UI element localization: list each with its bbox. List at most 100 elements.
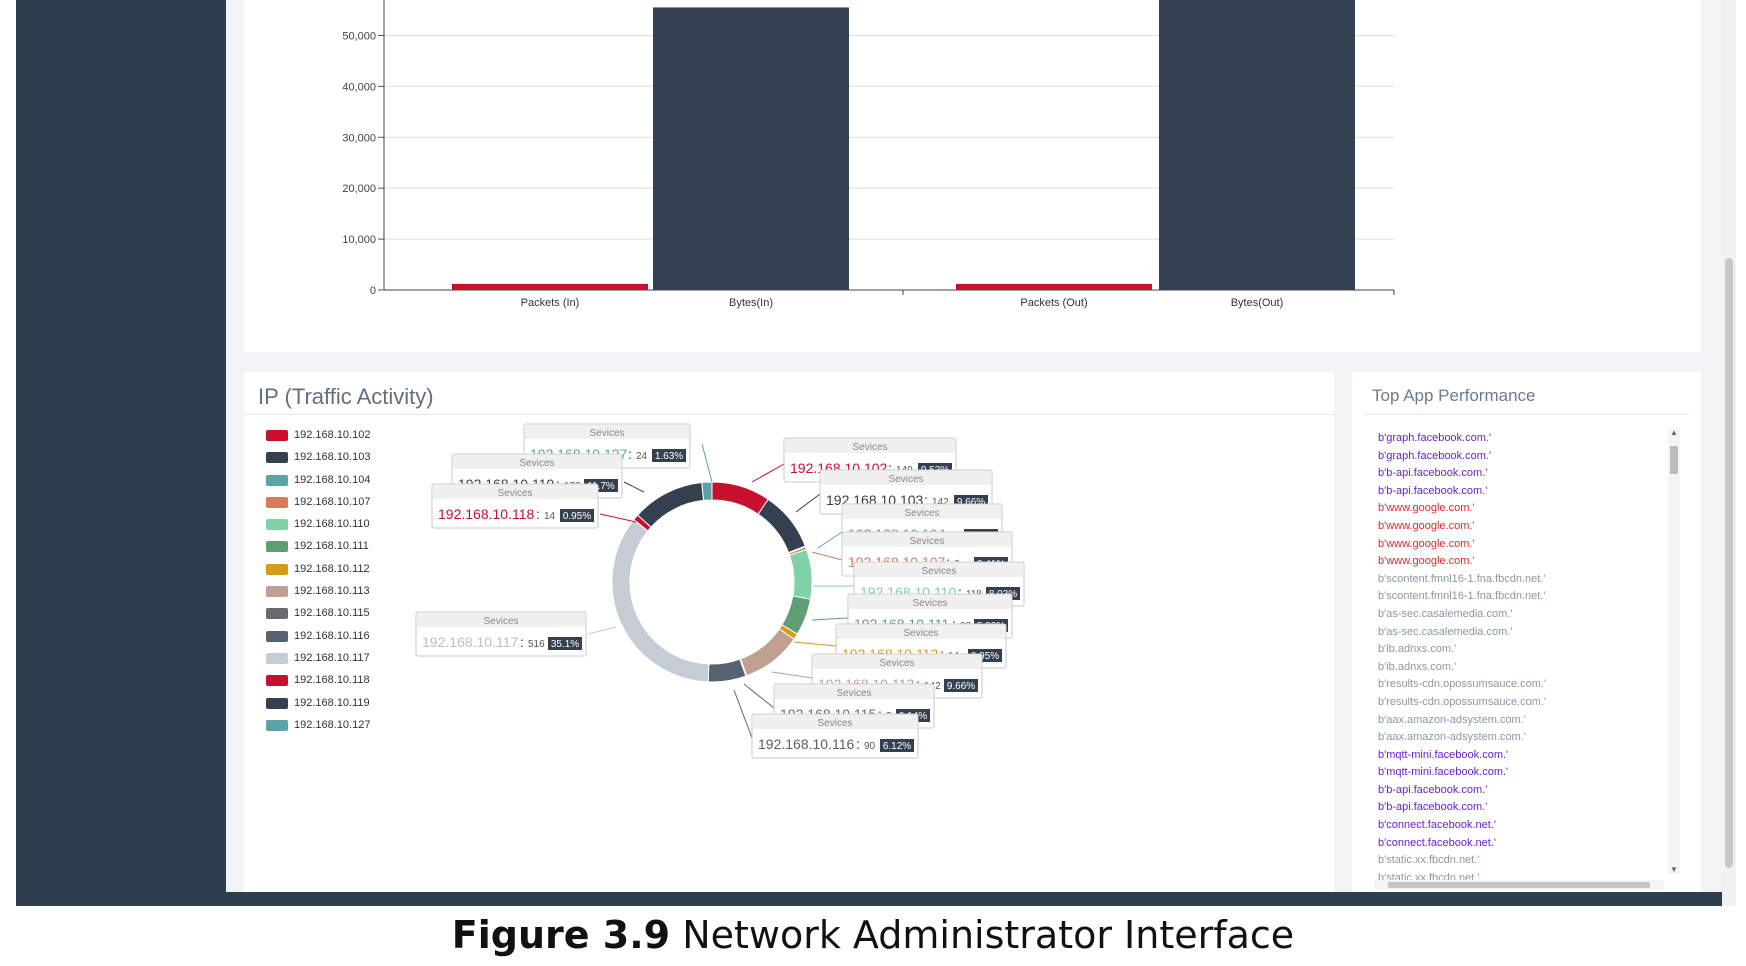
tooltip-pct: 0.95% [563, 511, 591, 522]
donut-slice[interactable] [701, 481, 713, 501]
app-list-item[interactable]: b'b-api.facebook.com.' [1378, 801, 1488, 814]
tooltip-count: 90 [864, 741, 876, 752]
app-list-item[interactable]: b'graph.facebook.com.' [1378, 449, 1492, 462]
tooltip-header-bg [785, 439, 955, 453]
app-list-item[interactable]: b'www.google.com.' [1378, 555, 1475, 568]
donut-slice[interactable] [788, 548, 813, 600]
tooltip-header: Sevices [836, 688, 871, 699]
figure-caption-label: Figure 3.9 [451, 913, 671, 957]
tooltip-count: 14 [544, 511, 556, 522]
app-panel-title: Top App Performance [1372, 386, 1536, 405]
x-tick-label: Bytes(In) [729, 297, 773, 309]
leader-line [701, 443, 713, 483]
legend-swatch [266, 519, 288, 531]
donut-slice[interactable] [636, 481, 705, 528]
divider [244, 414, 1334, 415]
x-tick-label: Packets (Out) [1020, 297, 1087, 309]
leader-line [733, 689, 753, 739]
legend-swatch [266, 608, 288, 620]
app-list-item[interactable]: b'connect.facebook.net.' [1378, 819, 1496, 832]
x-tick-label: Bytes(Out) [1231, 297, 1284, 309]
donut-slice[interactable] [611, 518, 710, 683]
tooltip-header-bg [837, 625, 1005, 639]
legend-swatch [266, 719, 288, 731]
tooltip-header: Sevices [817, 718, 852, 729]
leader-line [771, 671, 813, 679]
legend-swatch [266, 563, 288, 575]
scroll-up-arrow-icon[interactable]: ▲ [1670, 428, 1678, 437]
app-list-item[interactable]: b'scontent.fmnl16-1.fna.fbcdn.net.' [1378, 572, 1546, 585]
tooltip-separator: : [536, 506, 540, 522]
app-list-horizontal-scrollbar[interactable] [1374, 880, 1664, 890]
y-tick-label: 40,000 [342, 81, 376, 93]
leader-line [751, 463, 785, 483]
scroll-down-arrow-icon[interactable]: ▼ [1670, 865, 1678, 874]
app-list-item[interactable]: b'results-cdn.opossumsauce.com.' [1378, 678, 1547, 691]
tooltip-header-bg [813, 655, 981, 669]
tooltip-pct: 9.66% [957, 497, 985, 508]
app-list-item[interactable]: b'mqtt-mini.facebook.com.' [1378, 748, 1509, 761]
app-list-item[interactable]: b'www.google.com.' [1378, 537, 1475, 550]
legend-label: 192.168.10.104 [294, 473, 371, 486]
app-list-item[interactable]: b'scontent.fmnl16-1.fna.fbcdn.net.' [1378, 590, 1546, 603]
bottom-bar [16, 892, 1722, 906]
app-list-item[interactable]: b'b-api.facebook.com.' [1378, 484, 1488, 497]
page-scrollbar-thumb[interactable] [1725, 258, 1733, 868]
y-tick-label: 20,000 [342, 183, 376, 195]
tooltip-pct-badge [652, 449, 686, 462]
app-list-item[interactable]: b'www.google.com.' [1378, 519, 1475, 532]
legend-swatch [266, 430, 288, 441]
legend-label: 192.168.10.103 [294, 451, 371, 464]
tooltip-header: Sevices [497, 488, 532, 499]
app-list-vertical-scrollbar[interactable]: ▲ ▼ [1668, 428, 1680, 874]
legend-label: 192.168.10.118 [294, 674, 370, 687]
donut-slice[interactable] [711, 481, 769, 515]
leader-line [743, 683, 775, 709]
app-list[interactable]: b'graph.facebook.com.' b'graph.facebook.c… [1378, 430, 1660, 880]
leader-line [795, 493, 821, 513]
tooltip-pct-badge [944, 679, 978, 692]
app-list-item[interactable]: b'as-sec.casalemedia.com.' [1378, 625, 1513, 638]
donut-slice[interactable] [739, 628, 795, 677]
app-list-item[interactable]: b'static.xx.fbcdn.net.' [1378, 854, 1480, 867]
tooltip-pct: 1.63% [655, 451, 683, 462]
page-scrollbar[interactable] [1722, 0, 1736, 906]
legend-swatch [266, 541, 288, 553]
bar [452, 283, 648, 290]
tooltip-separator: : [856, 736, 860, 752]
app-list-item[interactable]: b'results-cdn.opossumsauce.com.' [1378, 695, 1547, 708]
tooltip-separator: : [924, 492, 928, 508]
app-list-item[interactable]: b'www.google.com.' [1378, 502, 1475, 515]
app-list-item[interactable]: b'graph.facebook.com.' [1378, 432, 1492, 444]
legend-swatch [266, 652, 288, 664]
legend-swatch [266, 496, 288, 508]
tooltip-header: Sevices [519, 458, 554, 469]
tooltip-header-bg [525, 425, 689, 439]
donut-slice[interactable] [757, 498, 806, 554]
tooltip-header: Sevices [921, 566, 956, 577]
scroll-thumb[interactable] [1388, 882, 1650, 888]
divider [1364, 414, 1689, 415]
ip-panel-title: IP (Traffic Activity) [258, 384, 434, 409]
tooltip-header: Sevices [483, 616, 518, 627]
app-list-item[interactable]: b'static.xx.fbcdn.net.' [1378, 871, 1480, 880]
app-list-item[interactable]: b'as-sec.casalemedia.com.' [1378, 607, 1513, 620]
tooltip-separator: : [888, 460, 892, 476]
app-list-item[interactable]: b'aax.amazon-adsystem.com.' [1378, 731, 1526, 744]
app-list-item[interactable]: b'connect.facebook.net.' [1378, 836, 1496, 849]
tooltip-header-bg [849, 595, 1011, 609]
app-list-item[interactable]: b'aax.amazon-adsystem.com.' [1378, 713, 1526, 726]
donut-slice[interactable] [707, 658, 747, 683]
app-list-item[interactable]: b'ib.adnxs.com.' [1378, 643, 1457, 656]
tooltip-header-bg [417, 613, 585, 627]
app-list-item[interactable]: b'ib.adnxs.com.' [1378, 660, 1457, 673]
app-list-item[interactable]: b'b-api.facebook.com.' [1378, 783, 1488, 796]
y-tick-label: 30,000 [342, 132, 376, 144]
tooltip-ip: 192.168.10.116 [758, 736, 854, 752]
app-list-item[interactable]: b'b-api.facebook.com.' [1378, 467, 1488, 480]
scroll-thumb[interactable] [1670, 446, 1678, 474]
app-list-item[interactable]: b'mqtt-mini.facebook.com.' [1378, 766, 1509, 779]
